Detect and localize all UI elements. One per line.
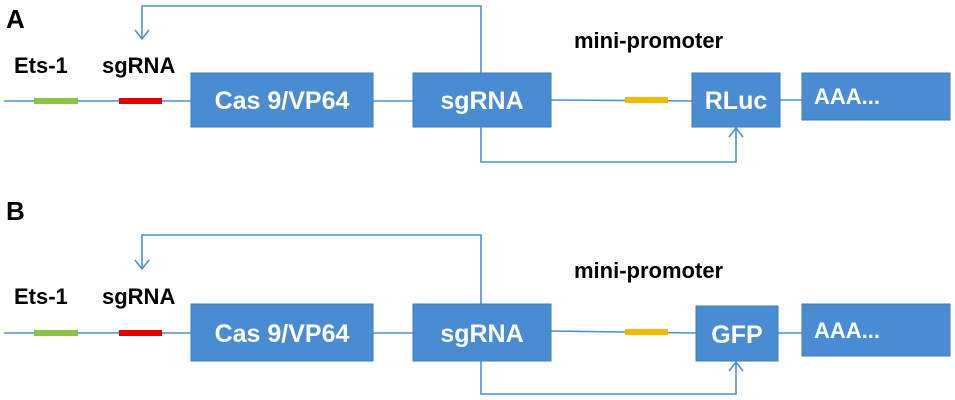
sgrna-target-element-a <box>119 98 162 104</box>
activation-line-a <box>480 127 737 163</box>
reporter-label-a: RLuc <box>705 87 768 115</box>
panel-letter-b: B <box>6 196 25 226</box>
feedback-arrowhead-b <box>134 259 150 271</box>
sgrna-target-label-b: sgRNA <box>102 284 175 309</box>
reporter-label-b: GFP <box>711 321 762 349</box>
ets1-label-b: Ets-1 <box>14 284 68 309</box>
activation-arrowhead-b <box>728 360 744 372</box>
activation-line-b <box>480 361 737 395</box>
mini-promoter-label-b: mini-promoter <box>574 258 724 283</box>
polya-label-b: AAA... <box>814 318 880 343</box>
mini-promoter-label-a: mini-promoter <box>574 28 724 53</box>
cas9-vp64-box-b <box>190 303 374 362</box>
feedback-line-b <box>141 234 482 304</box>
cas9-vp64-label-b: Cas 9/VP64 <box>215 320 350 348</box>
feedback-arrowhead-a <box>134 29 150 41</box>
cas9-vp64-box-a <box>190 72 374 128</box>
sgrna-box-b <box>412 303 552 362</box>
mini-promoter-element-a <box>625 97 668 103</box>
panel-letter-a: A <box>6 4 25 34</box>
sgrna-label-a: sgRNA <box>440 87 523 115</box>
activation-arrowhead-a <box>728 126 744 138</box>
feedback-line-a <box>141 5 482 73</box>
sgrna-label-b: sgRNA <box>440 320 523 348</box>
backbone-right-a <box>550 99 693 102</box>
panel-b: B Ets-1 sgRNA mini-promoter Cas 9/VP64 s… <box>4 196 951 395</box>
backbone-right-b <box>550 330 697 334</box>
sgrna-target-element-b <box>119 330 162 336</box>
polya-box-a <box>801 72 951 121</box>
sgrna-target-label-a: sgRNA <box>102 53 175 78</box>
polya-box-b <box>801 303 951 357</box>
cas9-vp64-label-a: Cas 9/VP64 <box>215 87 350 115</box>
polya-label-a: AAA... <box>814 84 880 109</box>
mini-promoter-element-b <box>625 329 668 335</box>
reporter-box-b <box>695 305 779 362</box>
panel-a: A Ets-1 sgRNA mini-promoter Cas 9/VP64 s… <box>4 4 951 163</box>
ets1-element-a <box>34 98 78 104</box>
reporter-box-a <box>691 72 781 128</box>
ets1-element-b <box>34 330 78 336</box>
ets1-label-a: Ets-1 <box>14 53 68 78</box>
sgrna-box-a <box>412 72 552 128</box>
